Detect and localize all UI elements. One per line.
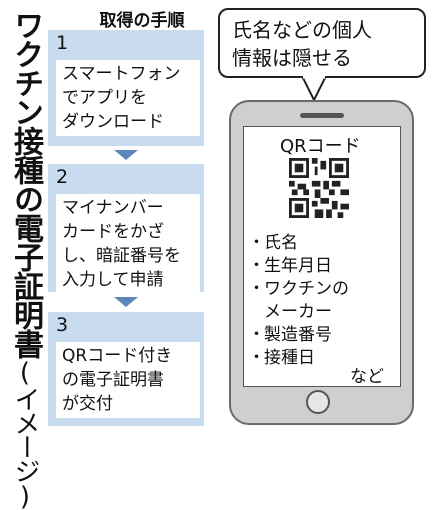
qr-code-icon	[289, 158, 349, 218]
speaker-icon	[300, 113, 344, 118]
etc-label: など	[350, 367, 384, 387]
list-item: ・ワクチンの	[248, 279, 349, 299]
step-1-number: 1	[56, 32, 69, 54]
bubble-text: 氏名などの個人 情報は隠せる	[232, 18, 372, 70]
down-arrow-icon	[114, 150, 138, 160]
title-main: ワクチン接種の電子証明書	[8, 10, 43, 358]
list-item: ・氏名	[248, 233, 298, 253]
speech-bubble: 氏名などの個人 情報は隠せる	[218, 8, 426, 78]
bubble-tail-icon	[300, 76, 328, 102]
step-1-text: スマートフォン でアプリを ダウンロード	[56, 60, 200, 136]
list-item: ・生年月日	[248, 256, 332, 276]
home-button-icon	[306, 390, 330, 414]
step-2-number: 2	[56, 166, 69, 188]
vertical-title: ワクチン接種の電子証明書(イメージ)	[6, 10, 44, 510]
step-2-text: マイナンバー カードをかざ し、暗証番号を 入力して申請	[56, 194, 200, 294]
step-2-box: 2 マイナンバー カードをかざ し、暗証番号を 入力して申請	[48, 164, 204, 294]
list-item: メーカー	[264, 302, 332, 322]
procedure-title: 取得の手順	[99, 11, 185, 31]
step-1-box: 1 スマートフォン でアプリを ダウンロード	[48, 30, 204, 146]
list-item: ・接種日	[248, 348, 315, 368]
title-sub: (イメージ)	[10, 358, 40, 510]
step-3-text: QRコード付き の電子証明書 が交付	[56, 342, 200, 418]
step-3-number: 3	[56, 314, 69, 336]
qr-label: QRコード	[280, 136, 361, 157]
down-arrow-icon	[114, 297, 138, 307]
personal-info-list: ・氏名 ・生年月日 ・ワクチンの メーカー ・製造番号 ・接種日	[248, 232, 349, 370]
step-3-box: 3 QRコード付き の電子証明書 が交付	[48, 312, 204, 426]
list-item: ・製造番号	[248, 325, 332, 345]
